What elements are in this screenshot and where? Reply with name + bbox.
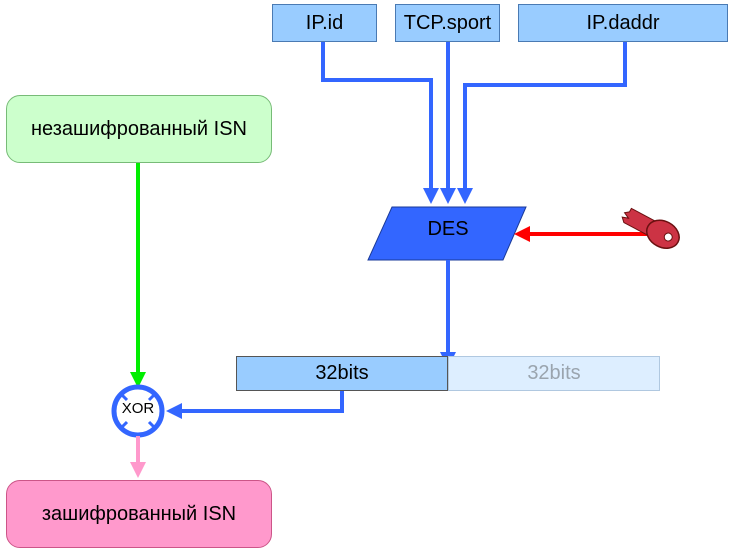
ip-id-box: IP.id	[272, 4, 377, 42]
ip-id-label: IP.id	[305, 11, 344, 34]
tcp-sport-label: TCP.sport	[403, 11, 492, 34]
bits-low-label: 32bits	[527, 362, 581, 384]
ipid-to-des-arrow	[321, 42, 439, 204]
ip-daddr-label: IP.daddr	[586, 11, 660, 34]
bits-high-label: 32bits	[315, 362, 369, 384]
plain-isn-box: незашифрованный ISN	[6, 95, 272, 163]
des-label: DES	[427, 218, 469, 240]
tcp-sport-box: TCP.sport	[395, 4, 500, 42]
des-block	[367, 206, 527, 261]
xor-ring-marks	[119, 392, 157, 430]
encrypted-isn-label: зашифрованный ISN	[41, 502, 237, 525]
ip-daddr-box: IP.daddr	[518, 4, 728, 42]
encrypted-isn-box: зашифрованный ISN	[6, 480, 272, 548]
daddr-to-des-arrow	[457, 42, 627, 204]
bits-low-box: 32bits	[448, 356, 660, 391]
key-icon	[621, 207, 680, 249]
bits-to-xor-arrow	[166, 391, 344, 419]
xor-label: XOR	[121, 400, 155, 417]
plain-isn-label: незашифрованный ISN	[31, 117, 247, 140]
bits-high-box: 32bits	[236, 356, 448, 391]
